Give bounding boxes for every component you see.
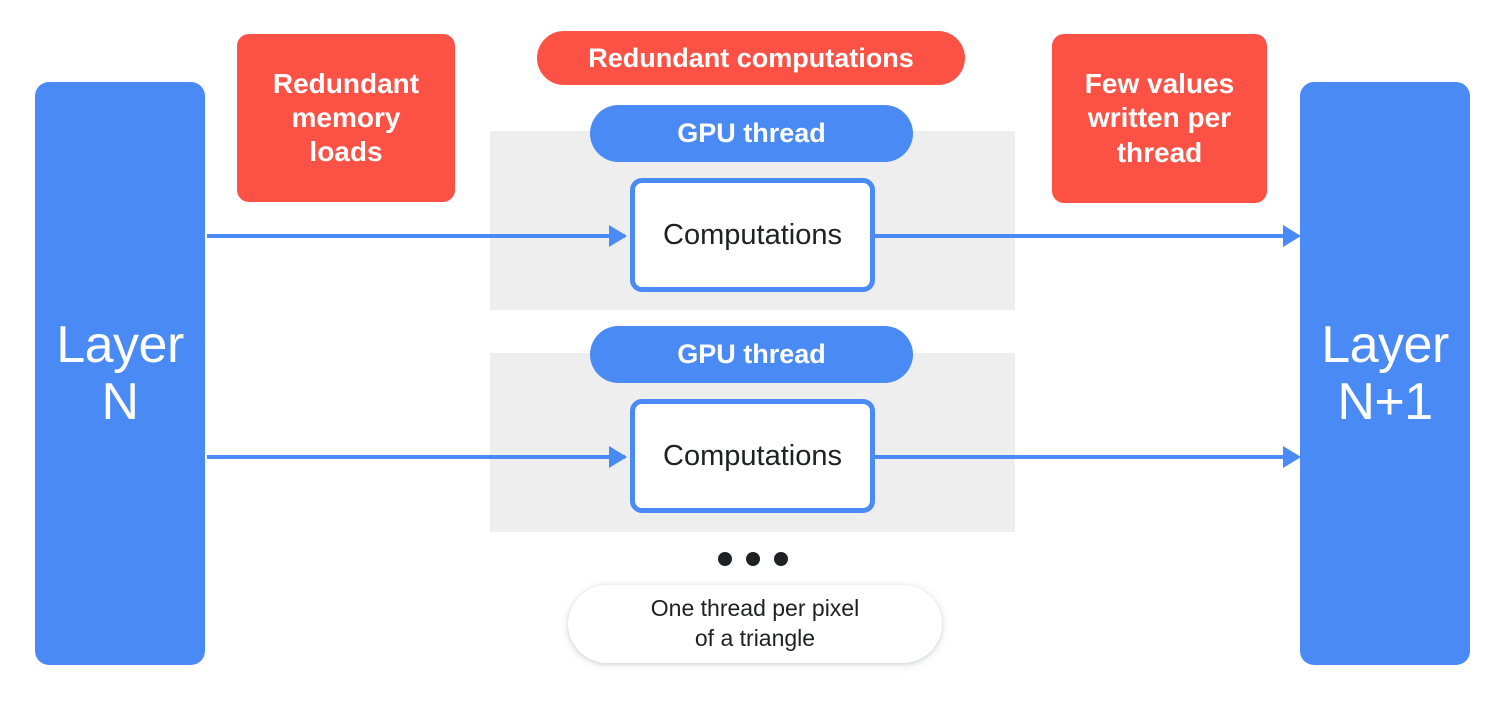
callout-write-line3: thread	[1116, 136, 1203, 168]
note-line1: One thread per pixel	[650, 595, 860, 622]
computations-box-1-label: Computations	[663, 218, 842, 251]
ellipsis-dot-1	[718, 552, 732, 566]
callout-redundant-memory-loads: Redundant memory loads	[237, 34, 455, 202]
arrow-head-input-thread-2	[609, 446, 627, 468]
callout-redundant-memory-loads-text: Redundant memory loads	[273, 67, 419, 169]
note-line2: of a triangle	[694, 625, 816, 651]
arrow-line-output-thread-1	[875, 234, 1288, 238]
arrow-line-input-thread-2	[207, 455, 625, 459]
callout-memory-line2: memory	[291, 101, 401, 133]
layer-n-label-line2: N	[101, 372, 139, 431]
arrow-head-output-thread-2	[1283, 446, 1301, 468]
computations-box-2-label: Computations	[663, 439, 842, 472]
gpu-thread-pill-2-label: GPU thread	[677, 339, 826, 369]
arrow-head-input-thread-1	[609, 225, 627, 247]
callout-redundant-computations: Redundant computations	[537, 31, 965, 85]
gpu-thread-pill-2: GPU thread	[590, 326, 913, 383]
callout-memory-line1: Redundant	[272, 67, 420, 99]
arrow-head-output-thread-1	[1283, 225, 1301, 247]
ellipsis-dot-2	[746, 552, 760, 566]
callout-redundant-computations-label: Redundant computations	[588, 42, 914, 73]
callout-few-values-written: Few values written per thread	[1052, 34, 1267, 203]
layer-n-plus-1-label-line1: Layer	[1321, 316, 1449, 375]
note-one-thread-per-pixel-text: One thread per pixel of a triangle	[651, 594, 859, 654]
note-one-thread-per-pixel: One thread per pixel of a triangle	[568, 585, 942, 663]
layer-n-plus-1-label-line2: N+1	[1337, 372, 1433, 431]
layer-n-block: Layer N	[35, 82, 205, 665]
callout-few-values-written-text: Few values written per thread	[1085, 67, 1234, 169]
computations-box-2: Computations	[630, 399, 875, 513]
arrow-line-output-thread-2	[875, 455, 1288, 459]
callout-memory-line3: loads	[309, 136, 383, 168]
arrow-line-input-thread-1	[207, 234, 625, 238]
layer-n-plus-1-block: Layer N+1	[1300, 82, 1470, 665]
layer-n-label-line1: Layer	[56, 316, 184, 375]
layer-n-plus-1-label: Layer N+1	[1321, 317, 1449, 429]
gpu-thread-pill-1: GPU thread	[590, 105, 913, 162]
computations-box-1: Computations	[630, 178, 875, 292]
gpu-thread-pill-1-label: GPU thread	[677, 118, 826, 148]
layer-n-label: Layer N	[56, 317, 184, 429]
callout-write-line2: written per	[1087, 102, 1232, 134]
callout-write-line1: Few values	[1084, 68, 1235, 100]
more-threads-ellipsis-icon	[718, 551, 788, 567]
ellipsis-dot-3	[774, 552, 788, 566]
